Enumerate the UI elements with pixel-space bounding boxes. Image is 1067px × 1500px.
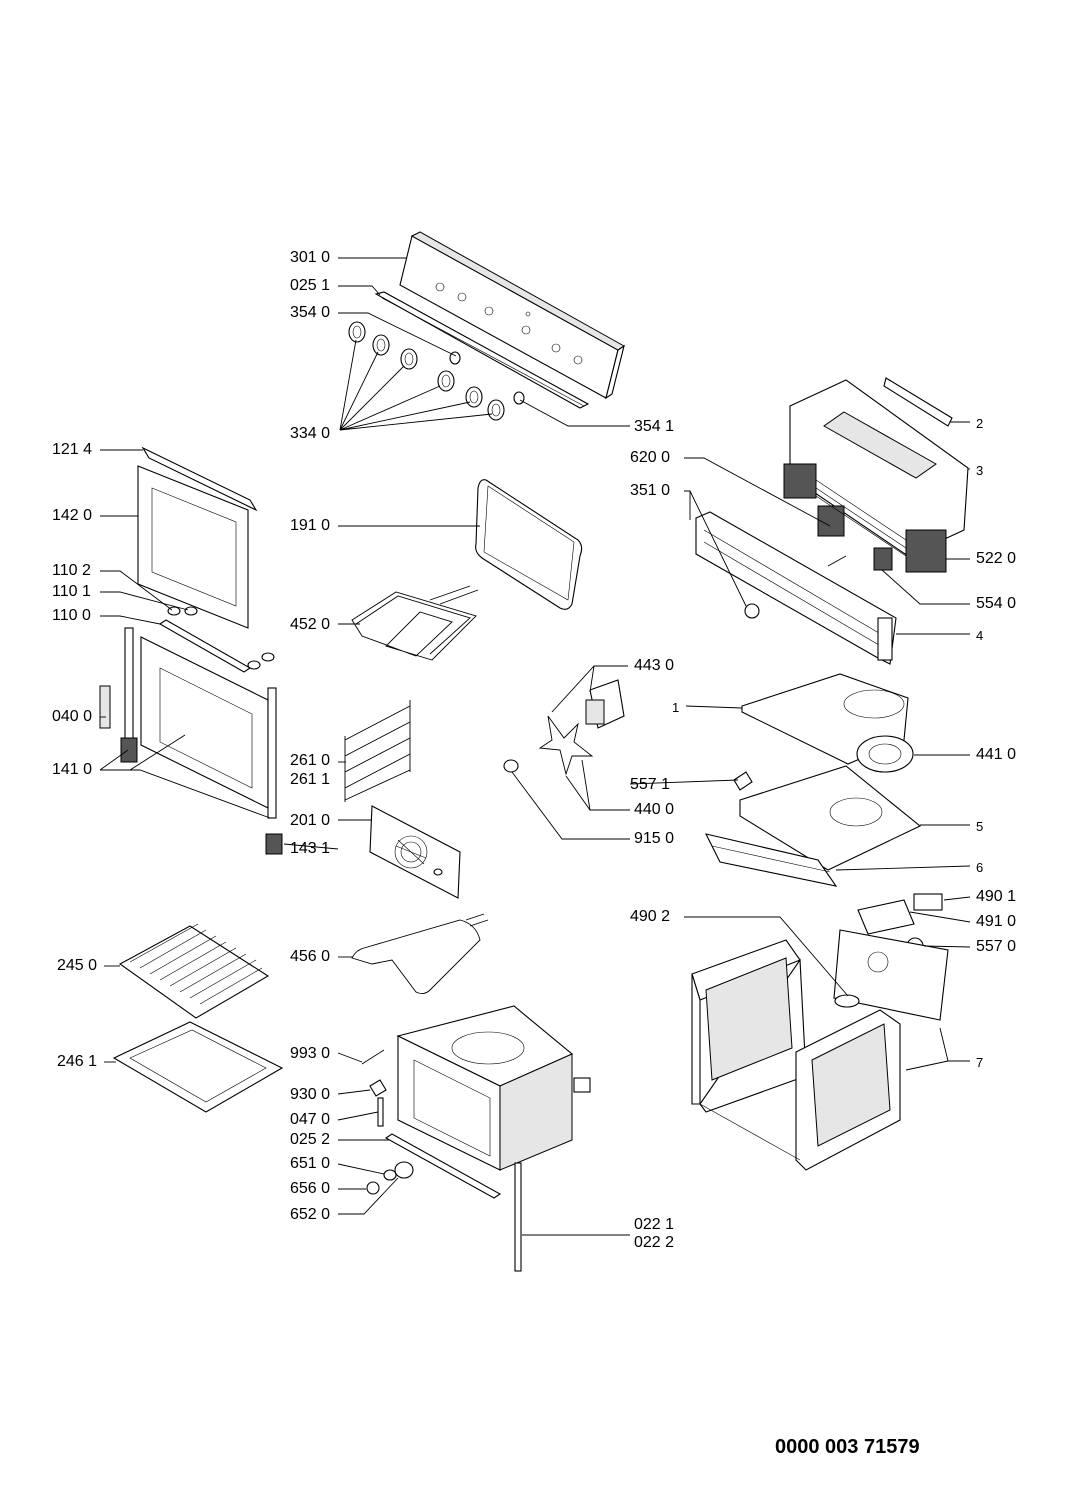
wire-rack: [118, 923, 270, 1019]
small-parts: [361, 1049, 522, 1272]
label-652-0: 652 0: [290, 1206, 331, 1223]
label-142-0: 142 0: [52, 507, 93, 524]
label-557-1: 557 1: [630, 776, 671, 793]
shelf-rails: [344, 700, 411, 802]
label-1: 1: [672, 700, 680, 715]
label-6: 6: [976, 860, 984, 875]
label-620-0: 620 0: [630, 449, 671, 466]
label-121-4: 121 4: [52, 441, 93, 458]
fan-cover-plate: [369, 805, 461, 899]
thermostat: [733, 771, 753, 791]
label-915-0: 915 0: [634, 830, 675, 847]
label-025-1: 025 1: [290, 277, 331, 294]
label-143-1: 143 1: [290, 840, 331, 857]
label-5: 5: [976, 819, 984, 834]
label-930-0: 930 0: [290, 1086, 331, 1103]
leader-lines: [99, 257, 971, 1236]
insulation-plates: [704, 765, 922, 887]
label-354-1: 354 1: [634, 418, 675, 435]
label-490-1: 490 1: [976, 888, 1017, 905]
label-2: 2: [976, 416, 984, 431]
label-022-1: 022 1: [634, 1216, 675, 1233]
label-441-0: 441 0: [976, 746, 1017, 763]
label-334-0: 334 0: [290, 425, 331, 442]
label-557-0: 557 0: [976, 938, 1017, 955]
label-354-0: 354 0: [290, 304, 331, 321]
label-261-1: 261 1: [290, 771, 331, 788]
control-panel-fascia: [399, 231, 625, 400]
label-651-0: 651 0: [290, 1155, 331, 1172]
label-3: 3: [976, 463, 984, 478]
fan-motor: [503, 679, 625, 776]
label-443-0: 443 0: [634, 657, 675, 674]
label-110-1: 110 1: [52, 583, 91, 600]
label-246-1: 246 1: [57, 1053, 98, 1070]
label-490-2: 490 2: [630, 908, 671, 925]
label-301-0: 301 0: [290, 249, 331, 266]
label-040-0: 040 0: [52, 708, 93, 725]
oven-door-frame: [99, 627, 283, 855]
label-4: 4: [976, 628, 984, 643]
label-522-0: 522 0: [976, 550, 1017, 567]
grill-element: [351, 585, 479, 661]
label-110-2: 110 2: [52, 562, 91, 579]
panel-rail: [374, 291, 590, 409]
outer-casing: [691, 929, 949, 1171]
label-245-0: 245 0: [57, 957, 98, 974]
document-number: 0000 003 71579: [775, 1436, 920, 1458]
lower-heating-element: [351, 913, 489, 995]
label-047-0: 047 0: [290, 1111, 331, 1128]
label-141-0: 141 0: [52, 761, 93, 778]
label-025-2: 025 2: [290, 1131, 331, 1148]
oven-door-glass: [137, 446, 275, 673]
top-electronics-plate: [783, 377, 969, 573]
label-191-0: 191 0: [290, 517, 331, 534]
label-554-0: 554 0: [976, 595, 1017, 612]
oven-cavity: [396, 1005, 591, 1171]
cooling-fan-housing: [741, 673, 914, 773]
label-022-2: 022 2: [634, 1234, 675, 1251]
label-351-0: 351 0: [630, 482, 671, 499]
label-993-0: 993 0: [290, 1045, 331, 1062]
label-440-0: 440 0: [634, 801, 675, 818]
label-201-0: 201 0: [290, 812, 331, 829]
baking-tray: [112, 1021, 284, 1113]
label-491-0: 491 0: [976, 913, 1017, 930]
door-seal: [475, 479, 583, 610]
control-board-bracket: [695, 511, 897, 665]
label-110-0: 110 0: [52, 607, 91, 624]
label-7: 7: [976, 1055, 984, 1070]
label-456-0: 456 0: [290, 948, 331, 965]
label-261-0: 261 0: [290, 752, 331, 769]
label-452-0: 452 0: [290, 616, 331, 633]
label-656-0: 656 0: [290, 1180, 331, 1197]
